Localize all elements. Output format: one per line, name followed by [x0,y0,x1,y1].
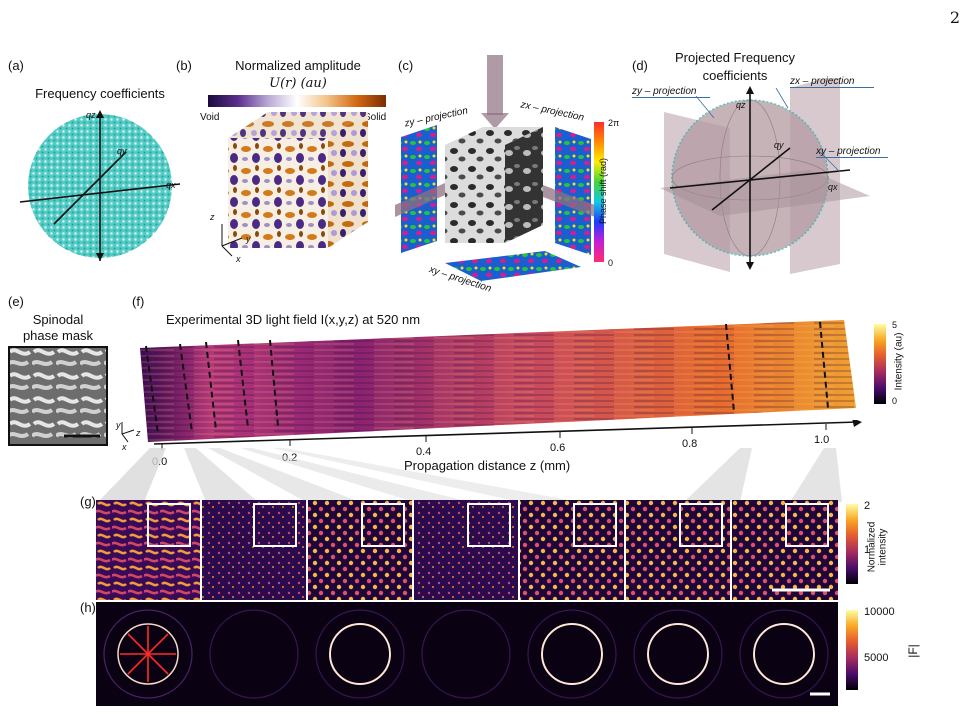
phase-cbar-bottom: 0 [608,258,614,268]
frequency-sphere [19,110,181,261]
cube-front [228,138,328,248]
h-cbar-title: |F| [905,644,920,658]
intensity-slices [96,500,838,600]
fourier-colorbar [846,610,858,690]
qy-axis [53,151,127,225]
panel-e-title-1: Spinodal [32,312,84,327]
g-cbar-title-1: Normalized [866,521,878,573]
a-qy-label: qy [117,146,127,156]
b-z-label: z [210,212,215,222]
b-axes-triad [221,224,243,257]
cube-side [328,112,368,248]
phase-colorbar [594,122,604,262]
d-qy-label: qy [774,140,784,150]
section-connectors [98,448,842,502]
f-x-label: x [122,442,127,452]
amplitude-cube [228,112,368,248]
xy-projection-panel [445,251,581,281]
h-cbar-tick-10000: 10000 [864,606,895,618]
panel-a-label: (a) [8,58,24,73]
f-tick-5: 1.0 [814,434,830,446]
cbar-void: Void [200,112,220,123]
a-qz-label: qz [86,110,96,120]
panel-d-title-2: coefficients [702,68,768,83]
panel-e-title-2: phase mask [22,328,94,343]
f-tick-2: 0.4 [416,446,432,458]
phase-cbar-title: Phase shift (rad) [598,157,609,225]
projection-cube [395,55,595,281]
d-qz-label: qz [736,100,746,110]
panel-f-title: Experimental 3D light field I(x,y,z) at … [166,312,421,327]
panel-h-label: (h) [80,600,96,615]
panel-d-title-1: Projected Frequency [675,50,795,65]
normalized-intensity-colorbar [846,504,858,584]
amplitude-colorbar [208,95,386,107]
d-zy-label: zy – projection [632,86,711,98]
cbar-solid: Solid [364,112,387,123]
d-zx-label: zx – projection [790,76,875,88]
light-field-volume [140,320,856,442]
cube-top [228,112,368,138]
panel-b-title: Normalized amplitude [235,58,361,73]
f-y-label: y [116,420,121,430]
d-xy-label: xy – projection [816,146,889,158]
f-z-label: z [136,428,141,438]
intensity-cbar-top: 5 [892,320,898,330]
projected-sphere [660,78,870,274]
d-qx-label: qx [828,182,838,192]
f-tick-3: 0.6 [550,442,566,454]
panel-g-label: (g) [80,494,96,509]
propagation-axis [121,420,862,450]
f-axis-label: Propagation distance z (mm) [404,458,571,473]
intensity-colorbar [874,324,886,404]
qx-axis [19,183,181,203]
a-qx-label: qx [166,180,176,190]
panel-d-label: (d) [632,58,648,73]
panel-e-label: (e) [8,294,24,309]
page-number: 2 [949,8,960,27]
g-cbar-tick-1: 1 [864,544,871,556]
panel-c-label: (c) [398,58,414,73]
g-cbar-title: Normalized intensity [866,522,888,573]
g-cbar-title-2: intensity [877,528,889,566]
panel-f-label: (f) [132,294,145,309]
panel-a-title: Frequency coefficients [35,86,165,101]
intensity-cbar-bottom: 0 [892,396,898,406]
b-x-label: x [236,254,241,264]
panel-b-formula: U(r) (au) [269,76,327,91]
g-cbar-tick-2: 2 [864,500,871,512]
f-tick-4: 0.8 [682,438,698,450]
h-cbar-tick-5000: 5000 [864,652,889,664]
intensity-cbar-title: Intensity (au) [893,332,905,391]
phase-mask-sem [8,346,108,446]
b-y-label: y [246,234,251,244]
zy-projection-panel [401,125,437,253]
phase-cbar-top: 2π [608,118,620,128]
panel-b-label: (b) [176,58,192,73]
fourier-slices [96,602,838,706]
zx-projection-panel [555,127,591,255]
